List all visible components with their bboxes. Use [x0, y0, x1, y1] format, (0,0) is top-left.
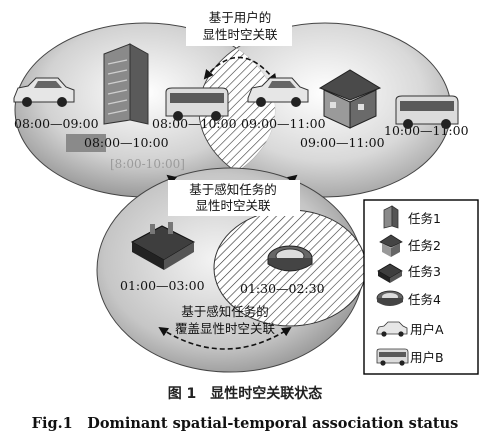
legend-box	[363, 199, 479, 375]
time-car-left: 08:00—09:00	[14, 116, 99, 131]
gray-block	[66, 134, 106, 152]
legend-label-user-b: 用户B	[410, 350, 444, 365]
legend-label-task3: 任务3	[408, 264, 441, 279]
time-ghost: [8:00-10:00]	[110, 157, 185, 171]
time-house-right: 09:00—11:00	[300, 135, 385, 150]
coverage-assoc-label-2: 覆盖显性时空关联	[175, 321, 276, 336]
time-building-left: 08:00—10:00	[84, 135, 169, 150]
caption-cn: 图 1 显性时空关联状态	[168, 385, 323, 402]
legend-label-user-a: 用户A	[410, 322, 444, 337]
user-assoc-label-1: 基于用户的	[209, 10, 272, 25]
time-bus-left: 08:00—10:00	[152, 116, 237, 131]
house-icon	[379, 234, 403, 257]
legend-label-task2: 任务2	[408, 238, 441, 253]
coverage-assoc-label-1: 基于感知任务的	[181, 304, 269, 319]
user-assoc-label-2: 显性时空关联	[202, 27, 278, 42]
stadium-icon	[376, 290, 404, 306]
bus-icon	[165, 87, 229, 121]
legend-label-task4: 任务4	[408, 292, 441, 307]
user-arc-arrow	[203, 56, 278, 84]
stadium-icon	[267, 245, 313, 272]
car-icon	[247, 77, 309, 107]
task-assoc-label-2: 显性时空关联	[195, 198, 271, 213]
map-icon	[377, 263, 403, 283]
time-map-bottom: 01:00—03:00	[120, 278, 205, 293]
car-icon	[13, 77, 75, 107]
time-stadium-bottom: 01:30—02:30	[240, 281, 325, 296]
task-assoc-label-1: 基于感知任务的	[189, 182, 277, 197]
time-bus-right: 10:00—11:00	[384, 123, 469, 138]
bus-icon	[395, 95, 459, 129]
coverage-arc-arrow	[158, 326, 292, 350]
car-icon	[376, 321, 408, 337]
house-icon	[318, 69, 382, 129]
bus-icon	[376, 348, 409, 366]
building-icon	[103, 43, 149, 125]
legend-label-task1: 任务1	[408, 211, 441, 226]
time-car-right: 09:00—11:00	[241, 116, 326, 131]
map-icon	[130, 222, 196, 270]
building-icon	[383, 205, 399, 229]
caption-en: Fig.1 Dominant spatial-temporal associat…	[32, 415, 459, 432]
